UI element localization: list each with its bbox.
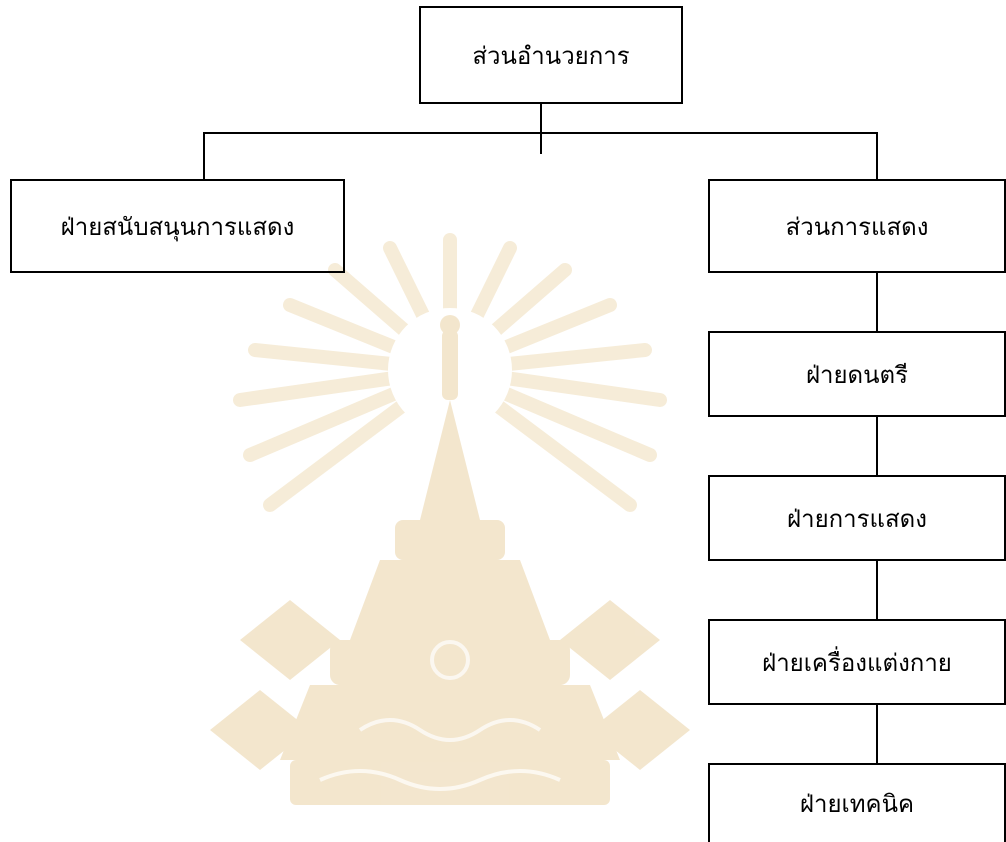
node-performance-support: ฝ่ายสนับสนุนการแสดง (10, 179, 345, 273)
connector-branch-horizontal (203, 132, 878, 134)
node-costume: ฝ่ายเครื่องแต่งกาย (708, 619, 1006, 705)
node-music-label: ฝ่ายดนตรี (805, 360, 909, 389)
connector-music-acting (876, 417, 878, 475)
node-costume-label: ฝ่ายเครื่องแต่งกาย (762, 648, 952, 677)
node-director: ส่วนอำนวยการ (419, 6, 683, 104)
connector-to-support (203, 132, 205, 179)
node-technical-label: ฝ่ายเทคนิค (799, 790, 915, 818)
node-performance-section-label: ส่วนการแสดง (785, 212, 929, 241)
node-performance-section: ส่วนการแสดง (708, 179, 1006, 273)
node-technical: ฝ่ายเทคนิค (708, 763, 1006, 842)
emblem-watermark-icon (210, 233, 690, 805)
connector-director-down (540, 104, 542, 154)
node-acting-label: ฝ่ายการแสดง (787, 504, 927, 533)
node-performance-support-label: ฝ่ายสนับสนุนการแสดง (60, 212, 295, 241)
connector-acting-costume (876, 561, 878, 619)
node-director-label: ส่วนอำนวยการ (472, 41, 630, 70)
connector-costume-technical (876, 705, 878, 763)
connector-performance-music (876, 273, 878, 331)
node-music: ฝ่ายดนตรี (708, 331, 1006, 417)
node-acting: ฝ่ายการแสดง (708, 475, 1006, 561)
connector-to-performance (876, 132, 878, 179)
